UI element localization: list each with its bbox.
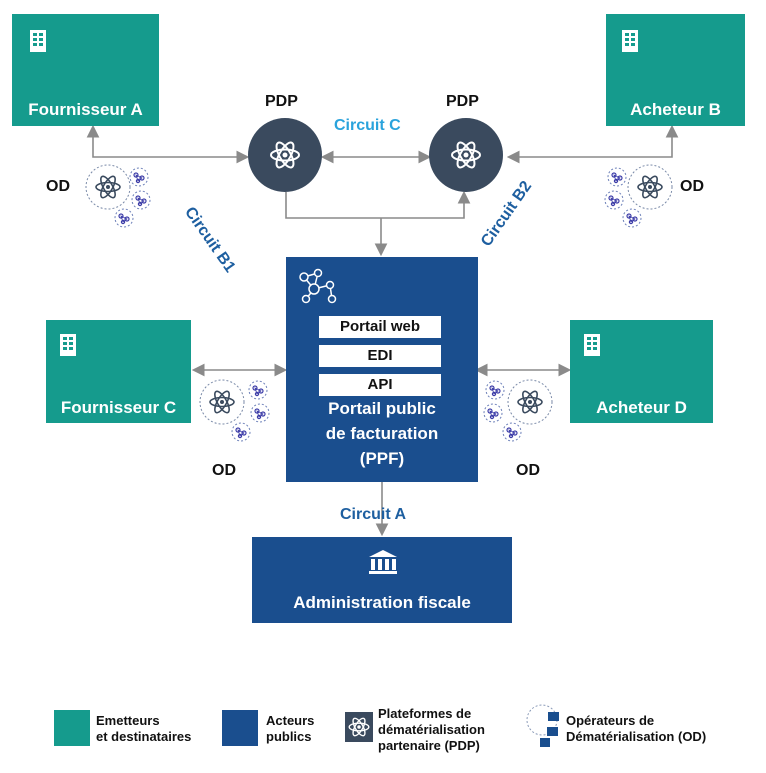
od-c-label: OD xyxy=(212,462,236,479)
legend-public-line2: publics xyxy=(266,729,312,744)
legend-public-line1: Acteurs xyxy=(266,713,315,728)
od-d-label: OD xyxy=(516,462,540,479)
bank-icon xyxy=(369,550,397,574)
od-cluster-a-icon xyxy=(85,164,151,228)
building-icon xyxy=(30,30,46,52)
legend-pdp-line2: dématérialisation xyxy=(378,722,485,737)
circuit-c-label: Circuit C xyxy=(334,117,401,134)
ppf-title-line3: (PPF) xyxy=(359,449,405,468)
ppf-item-edi: EDI xyxy=(319,345,441,367)
legend-public-swatch xyxy=(222,710,258,746)
ppf-box: Portail public de facturation (PPF) xyxy=(286,257,478,482)
od-cluster-d-icon xyxy=(483,379,553,442)
legend-od-icon xyxy=(526,704,559,747)
od-cluster-c-icon xyxy=(199,379,270,442)
acheteur-b-label: Acheteur B xyxy=(630,100,721,119)
fournisseur-a-box: Fournisseur A xyxy=(12,14,159,126)
acheteur-d-box: Acheteur D xyxy=(570,320,713,423)
fournisseur-c-label: Fournisseur C xyxy=(60,398,177,417)
legend-emitters-line1: Emetteurs xyxy=(96,713,160,728)
legend-pdp-line1: Plateformes de xyxy=(378,706,472,721)
legend-emitters-line2: et destinataires xyxy=(96,729,192,744)
connector-b1-b2 xyxy=(285,190,471,219)
acheteur-b-box: Acheteur B xyxy=(606,14,745,126)
connector-fa-pdp xyxy=(86,124,250,164)
legend-od-line1: Opérateurs de xyxy=(566,713,655,728)
ppf-item-portail-web: Portail web xyxy=(319,316,441,338)
pdp-left-label: PDP xyxy=(265,93,298,110)
ppf-title-line2: de facturation xyxy=(325,424,439,443)
acheteur-d-label: Acheteur D xyxy=(596,398,687,417)
connector-pdp-ab xyxy=(506,124,679,164)
od-a-label: OD xyxy=(46,178,70,195)
building-icon xyxy=(60,334,76,356)
building-icon xyxy=(584,334,600,356)
ppf-item-api: API xyxy=(319,374,441,396)
pdp-left-icon xyxy=(248,118,322,192)
ppf-title-line1: Portail public xyxy=(328,399,436,418)
legend-pdp-line3: partenaire (PDP) xyxy=(378,738,480,753)
administration-fiscale-label: Administration fiscale xyxy=(293,593,471,612)
od-b-label: OD xyxy=(680,178,704,195)
legend-od-line2: Dématérialisation (OD) xyxy=(566,729,707,744)
building-icon xyxy=(622,30,638,52)
network-icon xyxy=(299,268,337,304)
pdp-right-label: PDP xyxy=(446,93,479,110)
administration-fiscale-box: Administration fiscale xyxy=(252,537,512,623)
fournisseur-a-label: Fournisseur A xyxy=(28,100,143,119)
fournisseur-c-box: Fournisseur C xyxy=(46,320,191,423)
od-cluster-b-icon xyxy=(604,164,673,228)
circuit-a-label: Circuit A xyxy=(340,506,407,523)
legend-emitters-swatch xyxy=(54,710,90,746)
pdp-right-icon xyxy=(429,118,503,192)
legend-pdp-icon xyxy=(345,712,373,742)
